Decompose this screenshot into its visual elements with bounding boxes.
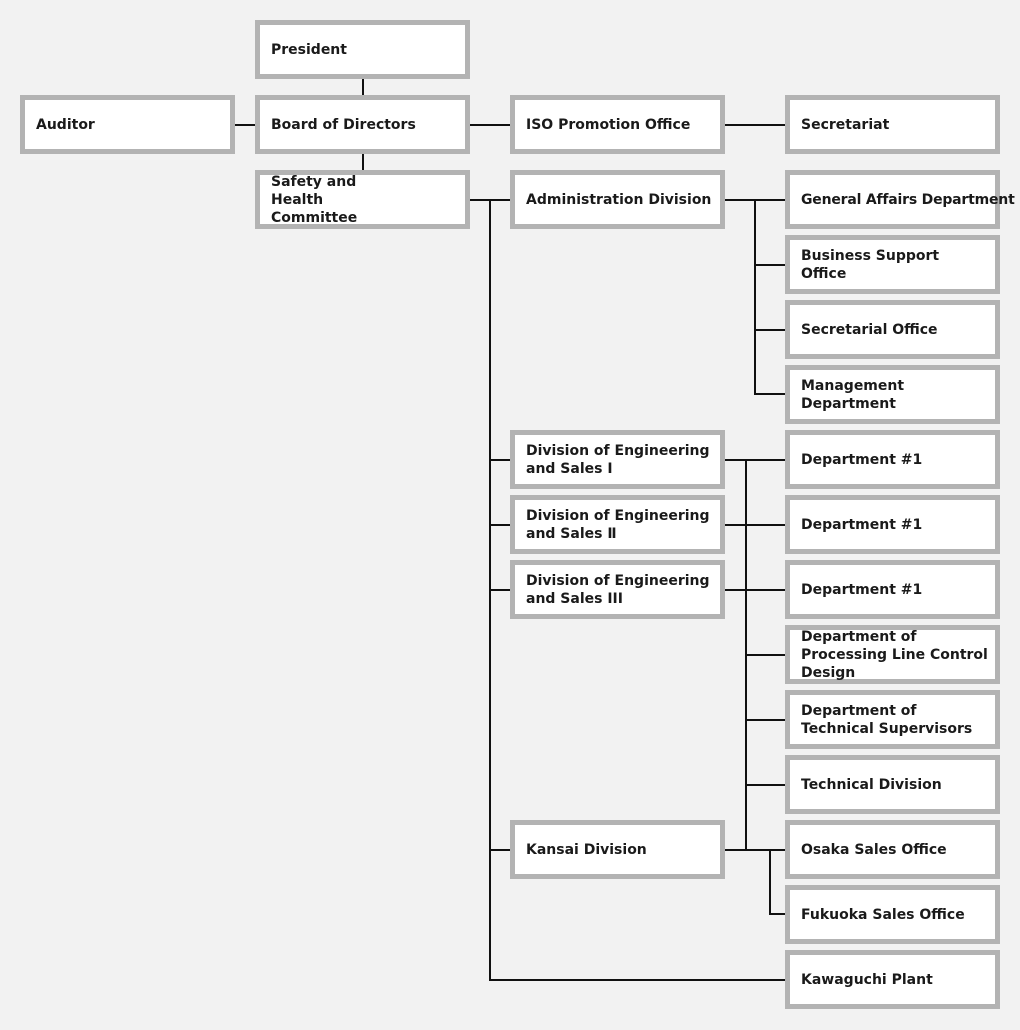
processing-line-control-design-label: Department of Processing Line Control De… [801,628,988,681]
auditor-label: Auditor [36,116,95,133]
osaka-sales-office-box: Osaka Sales Office [785,820,1000,879]
iso-promotion-office-label: ISO Promotion Office [526,116,691,133]
safety-health-committee-label: Safety and Health Committee [271,173,358,226]
processing-line-control-design-box: Department of Processing Line Control De… [785,625,1000,684]
department-1-label-c: Department #1 [801,581,923,598]
iso-promotion-office-box: ISO Promotion Office [510,95,725,154]
business-support-office-box: Business Support Office [785,235,1000,294]
technical-division-box: Technical Division [785,755,1000,814]
engineering-sales-1-label: Division of Engineering and Sales I [526,442,710,477]
secretarial-office-box: Secretarial Office [785,300,1000,359]
engineering-sales-2-box: Division of Engineering and Sales Ⅱ [510,495,725,554]
management-department-box: Management Department [785,365,1000,424]
engineering-sales-1-box: Division of Engineering and Sales I [510,430,725,489]
department-1-box-c: Department #1 [785,560,1000,619]
administration-division-label: Administration Division [526,191,712,208]
general-affairs-department-box: General Affairs Department [785,170,1015,229]
kawaguchi-plant-label: Kawaguchi Plant [801,971,933,988]
kawaguchi-plant-box: Kawaguchi Plant [785,950,1000,1009]
kansai-division-label: Kansai Division [526,841,647,858]
kansai-division-box: Kansai Division [510,820,725,879]
board-of-directors-box: Board of Directors [255,95,470,154]
auditor-box: Auditor [20,95,235,154]
administration-division-box: Administration Division [510,170,725,229]
president-box: President [255,20,470,79]
engineering-sales-3-label: Division of Engineering and Sales III [526,572,710,607]
secretariat-label: Secretariat [801,116,890,133]
secretariat-box: Secretariat [785,95,1000,154]
technical-supervisors-label: Department of Technical Supervisors [801,702,973,737]
department-1-label-b: Department #1 [801,516,923,533]
department-1-box-b: Department #1 [785,495,1000,554]
engineering-sales-2-label: Division of Engineering and Sales Ⅱ [526,507,710,542]
department-1-label-a: Department #1 [801,451,923,468]
secretarial-office-label: Secretarial Office [801,321,938,338]
safety-health-committee-box: Safety and Health Committee [255,170,470,229]
president-label: President [271,41,347,58]
department-1-box-a: Department #1 [785,430,1000,489]
fukuoka-sales-office-label: Fukuoka Sales Office [801,906,965,923]
general-affairs-department-label: General Affairs Department [801,191,1015,208]
engineering-sales-3-box: Division of Engineering and Sales III [510,560,725,619]
business-support-office-label: Business Support Office [801,247,940,282]
technical-supervisors-box: Department of Technical Supervisors [785,690,1000,749]
osaka-sales-office-label: Osaka Sales Office [801,841,947,858]
board-of-directors-label: Board of Directors [271,116,416,133]
technical-division-label: Technical Division [801,776,942,793]
management-department-label: Management Department [801,377,905,412]
fukuoka-sales-office-box: Fukuoka Sales Office [785,885,1000,944]
